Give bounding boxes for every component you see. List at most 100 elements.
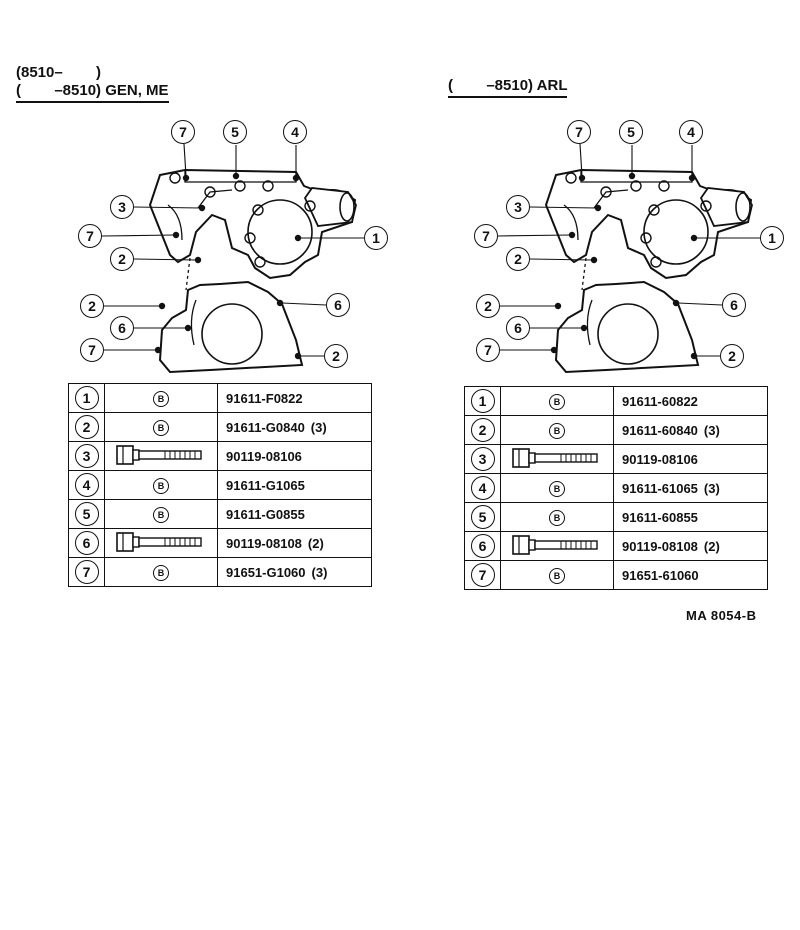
row-icon-cell: B xyxy=(500,560,614,590)
callout-7: 7 xyxy=(78,224,102,248)
row-part-cell: 90119-08106 xyxy=(217,441,372,471)
callout-1: 1 xyxy=(760,226,784,250)
quantity: (2) xyxy=(307,535,324,551)
row-part-cell: 91611-G1065 xyxy=(217,470,372,500)
row-number-cell: 4 xyxy=(68,470,105,500)
part-number: 91611-G1065 xyxy=(226,477,305,493)
row-number-cell: 3 xyxy=(68,441,105,471)
part-number: 91611-G0855 xyxy=(226,506,305,522)
item-number: 1 xyxy=(74,386,99,410)
row-part-cell: 90119-08108 (2) xyxy=(217,528,372,558)
row-icon-cell: B xyxy=(104,470,218,500)
table-row: 6 90119-08108(2) xyxy=(464,531,768,561)
table-row: 7 B 91651-61060 xyxy=(464,560,768,590)
row-number-cell: 2 xyxy=(464,415,501,445)
quantity: (3) xyxy=(311,564,328,580)
row-part-cell: 91611-60855 xyxy=(613,502,768,532)
b-mark-icon: B xyxy=(549,480,565,497)
row-icon-cell xyxy=(500,531,614,561)
row-number-cell: 7 xyxy=(68,557,105,587)
item-number: 5 xyxy=(74,502,99,526)
callout-7: 7 xyxy=(476,338,500,362)
row-icon-cell xyxy=(104,528,218,558)
callout-7: 7 xyxy=(80,338,104,362)
callout-2: 2 xyxy=(720,344,744,368)
part-number: 91611-60840 xyxy=(622,422,698,438)
quantity: (3) xyxy=(310,419,327,435)
row-number-cell: 6 xyxy=(68,528,105,558)
callout-5: 5 xyxy=(619,120,643,144)
row-icon-cell xyxy=(104,441,218,471)
part-number: 91611-F0822 xyxy=(226,390,303,406)
callout-4: 4 xyxy=(679,120,703,144)
table-row: 1 B 91611-F0822 xyxy=(68,383,372,413)
row-part-cell: 91611-G0855 xyxy=(217,499,372,529)
callout-6: 6 xyxy=(722,293,746,317)
part-number: 90119-08108 xyxy=(226,535,302,551)
b-mark-icon: B xyxy=(549,567,565,584)
row-number-cell: 5 xyxy=(464,502,501,532)
row-icon-cell: B xyxy=(104,383,218,413)
callout-2: 2 xyxy=(324,344,348,368)
table-row: 3 90119-08106 xyxy=(68,441,372,471)
b-mark-icon: B xyxy=(549,509,565,526)
b-mark-icon: B xyxy=(153,477,169,494)
row-number-cell: 1 xyxy=(68,383,105,413)
item-number: 3 xyxy=(470,447,495,471)
item-number: 6 xyxy=(470,534,495,558)
item-number: 7 xyxy=(74,560,99,584)
row-icon-cell: B xyxy=(104,499,218,529)
callout-3: 3 xyxy=(506,195,530,219)
row-part-cell: 91611-61065 (3) xyxy=(613,473,768,503)
item-number: 4 xyxy=(74,473,99,497)
item-number: 5 xyxy=(470,505,495,529)
part-number: 91611-61065 xyxy=(622,480,698,496)
row-part-cell: 90119-08108(2) xyxy=(613,531,768,561)
row-number-cell: 2 xyxy=(68,412,105,442)
row-part-cell: 91651-61060 xyxy=(613,560,768,590)
quantity: (3) xyxy=(703,480,720,496)
b-mark-icon: B xyxy=(153,419,169,436)
row-icon-cell: B xyxy=(500,386,614,416)
part-number: 90119-08106 xyxy=(226,448,302,464)
figure-code: MA 8054-B xyxy=(686,608,757,623)
b-mark-icon: B xyxy=(153,390,169,407)
item-number: 7 xyxy=(470,563,495,587)
part-number: 91611-60855 xyxy=(622,509,698,525)
callout-2: 2 xyxy=(110,247,134,271)
row-icon-cell: B xyxy=(500,502,614,532)
part-number: 91651-61060 xyxy=(622,567,699,583)
row-icon-cell xyxy=(500,444,614,474)
callout-7: 7 xyxy=(567,120,591,144)
flange-bolt-icon xyxy=(116,444,202,465)
flange-bolt-icon xyxy=(512,534,598,555)
left-header-line-2: ( –8510) GEN, ME xyxy=(16,82,169,103)
table-row: 6 90119-08108 (2) xyxy=(68,528,372,558)
right-header-line-1: ( –8510) ARL xyxy=(448,77,568,98)
table-row: 2 B 91611-G0840 (3) xyxy=(68,412,372,442)
quantity: (3) xyxy=(703,422,720,438)
item-number: 2 xyxy=(74,415,99,439)
quantity: (2) xyxy=(703,538,720,554)
callout-2: 2 xyxy=(506,247,530,271)
b-mark-icon: B xyxy=(153,564,169,581)
part-number: 90119-08106 xyxy=(622,451,698,467)
row-number-cell: 5 xyxy=(68,499,105,529)
table-row: 5 B 91611-60855 xyxy=(464,502,768,532)
row-icon-cell: B xyxy=(500,415,614,445)
callout-2: 2 xyxy=(80,294,104,318)
callout-6: 6 xyxy=(110,316,134,340)
callout-6: 6 xyxy=(506,316,530,340)
callout-5: 5 xyxy=(223,120,247,144)
callout-4: 4 xyxy=(283,120,307,144)
table-row: 2 B 91611-60840 (3) xyxy=(464,415,768,445)
callout-7: 7 xyxy=(171,120,195,144)
b-mark-icon: B xyxy=(549,422,565,439)
part-number: 91611-G0840 xyxy=(226,419,305,435)
row-icon-cell: B xyxy=(104,412,218,442)
